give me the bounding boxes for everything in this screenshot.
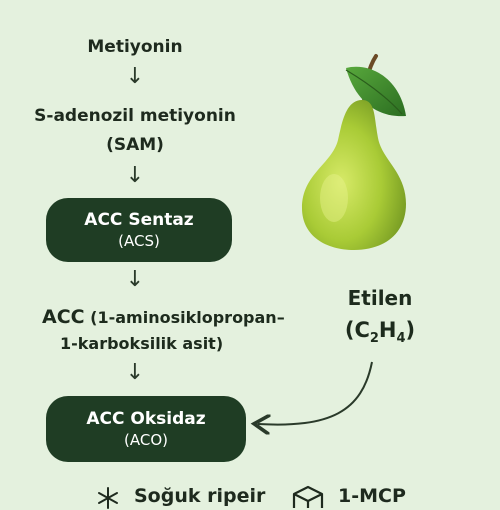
snowflake-icon bbox=[98, 487, 118, 509]
arrow-down-icon: ↓ bbox=[125, 163, 145, 188]
sam-label-line2: (SAM) bbox=[106, 135, 164, 155]
acc-fullname-line1: (1-aminosiklopropan– bbox=[90, 308, 285, 327]
pear-icon bbox=[302, 54, 406, 250]
cold-storage-label: Soğuk ripeir bbox=[134, 485, 266, 507]
arrow-down-icon: ↓ bbox=[125, 64, 145, 89]
acc-abbr: ACC bbox=[42, 306, 85, 328]
acs-label: (ACS) bbox=[118, 232, 160, 250]
aco-label: (ACO) bbox=[124, 431, 168, 449]
acc-sentaz-enzyme-box: ACC Sentaz (ACS) bbox=[46, 198, 232, 262]
etilen-name: Etilen bbox=[347, 286, 413, 310]
etilen-formula: (C2H4) bbox=[344, 318, 416, 347]
package-box-icon bbox=[292, 485, 324, 508]
acc-oksidaz-label: ACC Oksidaz bbox=[86, 409, 206, 429]
acc-fullname-line2: 1-karboksilik asit) bbox=[60, 334, 224, 353]
arrow-down-icon: ↓ bbox=[125, 360, 145, 385]
sam-label-line1: S-adenozil metiyonin bbox=[34, 106, 236, 126]
acc-label-line1: ACC (1-aminosiklopropan– bbox=[42, 306, 322, 328]
acc-oksidaz-enzyme-box: ACC Oksidaz (ACO) bbox=[46, 396, 246, 462]
etilen-label: Etilen (C2H4) bbox=[320, 286, 440, 346]
arrow-down-icon: ↓ bbox=[125, 267, 145, 292]
inhibitor-label: 1-MCP bbox=[338, 485, 406, 507]
acc-sentaz-label: ACC Sentaz bbox=[84, 210, 194, 230]
metiyonin-label: Metiyonin bbox=[87, 37, 183, 57]
